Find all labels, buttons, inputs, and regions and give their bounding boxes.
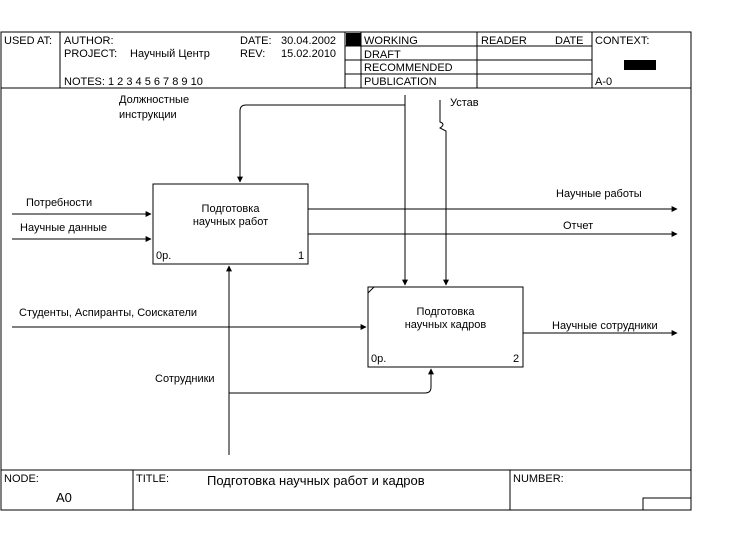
box-1-number: 1 — [298, 250, 305, 262]
title-label: TITLE: — [136, 473, 170, 485]
arrow-ustav — [439, 100, 449, 286]
arrow-dolzhnostnye-instrukcii-to-box1 — [237, 95, 406, 183]
context-label: CONTEXT: — [595, 35, 650, 47]
box-2-cost: 0р. — [371, 353, 387, 365]
label-ustav: Устав — [450, 97, 479, 109]
date-label: DATE: — [240, 35, 272, 47]
box-2-corner-mark — [367, 286, 375, 294]
label-nauchnye-sotrudniki: Научные сотрудники — [552, 320, 658, 332]
label-otchet: Отчет — [563, 220, 594, 232]
rev-label: REV: — [240, 48, 266, 60]
project-value: Научный Центр — [130, 48, 210, 60]
project-label: PROJECT: — [64, 48, 118, 60]
activity-box-2 — [367, 286, 524, 368]
label-dolzhnostnye: Должностные — [119, 94, 190, 106]
status-publication: PUBLICATION — [364, 76, 437, 88]
box-1-title-line1: Подготовка — [201, 203, 260, 215]
used-at-label: USED AT: — [4, 35, 53, 47]
diagram-title: Подготовка научных работ и кадров — [207, 473, 425, 488]
status-recommended: RECOMMENDED — [364, 62, 453, 74]
label-potrebnosti: Потребности — [26, 197, 93, 209]
activity-box-1 — [152, 183, 309, 265]
diagram-frame — [0, 31, 692, 511]
reader-label: READER — [481, 35, 527, 47]
label-sotrudniki: Сотрудники — [155, 373, 215, 385]
reader-date-label: DATE — [555, 35, 584, 47]
footer-grid — [1, 469, 692, 511]
context-node: A-0 — [595, 76, 613, 88]
date-value: 30.04.2002 — [281, 35, 337, 47]
label-instrukcii: инструкции — [119, 109, 177, 121]
box-2-title-line1: Подготовка — [416, 306, 475, 318]
label-nauchnye-raboty: Научные работы — [556, 188, 642, 200]
box-1-title: Подготовка научных работ — [153, 203, 308, 229]
box-2-title: Подготовка научных кадров — [368, 306, 523, 332]
label-studenty: Студенты, Аспиранты, Соискатели — [19, 307, 198, 319]
status-working: WORKING — [364, 35, 418, 47]
notes-row: NOTES: 1 2 3 4 5 6 7 8 9 10 — [64, 76, 203, 88]
box-1-title-line2: научных работ — [192, 216, 269, 228]
number-label: NUMBER: — [513, 473, 564, 485]
box-2-number: 2 — [513, 353, 520, 365]
status-draft: DRAFT — [364, 49, 401, 61]
working-status-marker — [346, 33, 361, 46]
box-2-title-line2: научных кадров — [404, 319, 487, 331]
arrow-sotrudniki-to-box2 — [229, 368, 434, 394]
context-thumbnail — [624, 60, 656, 70]
box-1-cost: 0р. — [156, 250, 172, 262]
rev-value: 15.02.2010 — [281, 48, 337, 60]
node-value: A0 — [56, 490, 72, 505]
node-label: NODE: — [4, 473, 39, 485]
author-label: AUTHOR: — [64, 35, 114, 47]
label-nauchnye-dannye: Научные данные — [20, 222, 108, 234]
